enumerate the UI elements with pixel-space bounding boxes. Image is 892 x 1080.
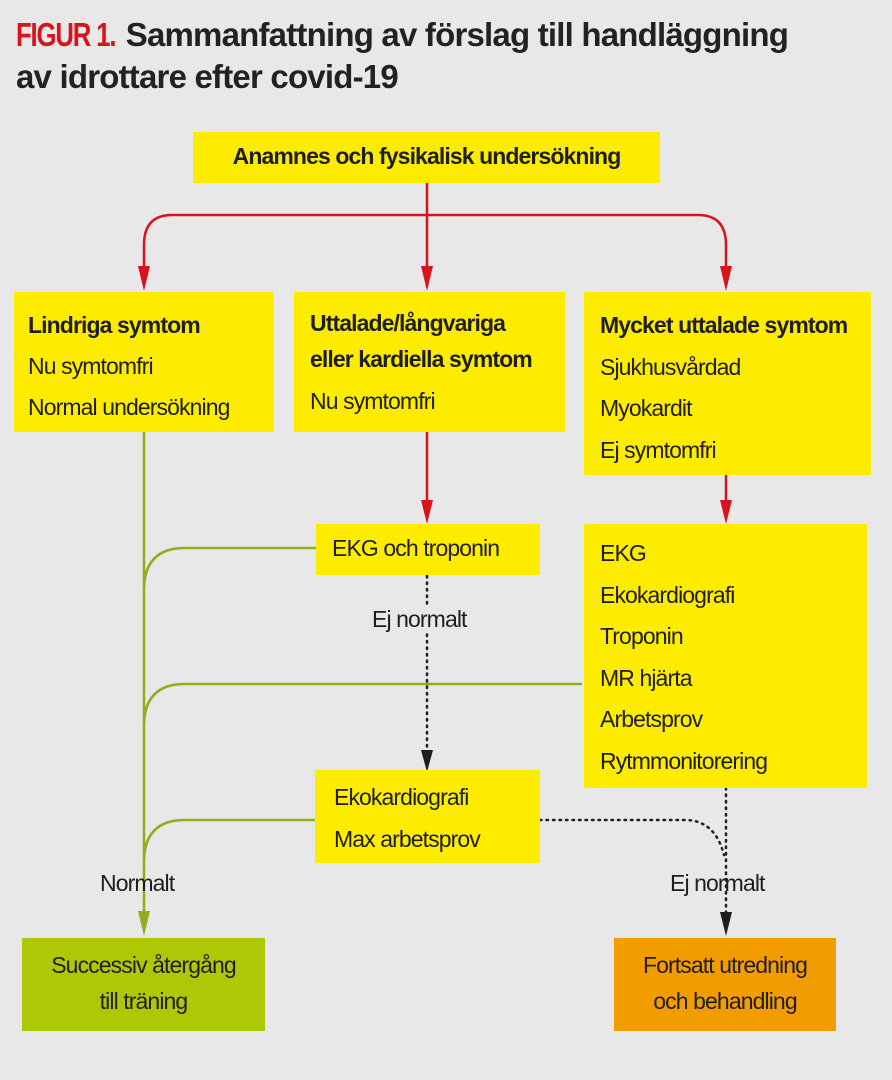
test-item: Ekokardiografi xyxy=(600,581,735,608)
edge-label-not-normal-2: Ej normalt xyxy=(670,870,765,896)
arrowhead-ekg xyxy=(421,500,433,524)
test-item: Troponin xyxy=(600,623,684,649)
return-training-node: Successiv återgång till träning xyxy=(22,938,265,1031)
severe-item: Myokardit xyxy=(600,395,692,421)
severe-item: Ej symtomfri xyxy=(600,436,717,463)
echo-item: Max arbetsprov xyxy=(334,825,481,852)
title-line-1: Sammanfattning av förslag till handläggn… xyxy=(125,16,789,53)
mild-item: Nu symtomfri xyxy=(28,353,154,379)
arrow-start-to-severe xyxy=(427,213,728,275)
start-node: Anamnes och fysikalisk undersökning xyxy=(193,132,660,183)
test-item: Arbetsprov xyxy=(600,706,703,732)
arrowhead-tests xyxy=(720,500,732,524)
figure-label: FIGUR 1. xyxy=(16,16,117,53)
moderate-symptoms-node: Uttalade/långvariga eller kardiella symt… xyxy=(294,292,565,432)
edge-label-normal: Normalt xyxy=(100,870,175,896)
return-line-1: Successiv återgång xyxy=(51,952,236,978)
test-item: MR hjärta xyxy=(600,664,692,691)
arrowhead-severe xyxy=(720,266,732,291)
echo-item: Ekokardiografi xyxy=(334,784,469,810)
workup-line-2: och behandling xyxy=(653,988,797,1014)
severe-heading: Mycket uttalade symtom xyxy=(600,312,848,338)
return-line-2: till träning xyxy=(99,988,189,1014)
workup-line-1: Fortsatt utredning xyxy=(642,952,808,978)
test-item: Rytmmonitorering xyxy=(600,747,768,774)
severe-symptoms-node: Mycket uttalade symtom Sjukhusvårdad Myo… xyxy=(584,292,871,475)
arrowhead-return xyxy=(138,911,150,936)
green-line-echo xyxy=(142,818,316,863)
start-node-text: Anamnes och fysikalisk undersökning xyxy=(232,143,622,169)
green-line-tests xyxy=(142,682,582,727)
continued-workup-node: Fortsatt utredning och behandling xyxy=(614,938,836,1031)
moderate-heading-1: Uttalade/långvariga xyxy=(310,310,506,336)
arrowhead-mild xyxy=(138,266,150,291)
mild-item: Normal undersökning xyxy=(28,394,230,420)
dotted-echo-to-workup xyxy=(538,818,726,857)
green-line-ekg xyxy=(142,546,316,591)
arrowhead-moderate xyxy=(421,266,433,291)
echo-exercise-node: Ekokardiografi Max arbetsprov xyxy=(315,770,540,863)
mild-symptoms-node: Lindriga symtom Nu symtomfri Normal unde… xyxy=(14,292,274,432)
mild-heading: Lindriga symtom xyxy=(28,312,201,338)
moderate-heading-2: eller kardiella symtom xyxy=(310,346,533,372)
ekg-troponin-text: EKG och troponin xyxy=(332,535,500,561)
severe-tests-node: EKG Ekokardiografi Troponin MR hjärta Ar… xyxy=(584,524,867,788)
arrowhead-workup xyxy=(720,912,732,936)
moderate-item: Nu symtomfri xyxy=(310,388,436,414)
arrowhead-echo xyxy=(421,750,433,772)
ekg-troponin-node: EKG och troponin xyxy=(316,524,540,575)
figure-title: FIGUR 1. Sammanfattning av förslag till … xyxy=(16,14,886,98)
edge-label-not-normal-1: Ej normalt xyxy=(370,606,469,633)
test-item: EKG xyxy=(600,540,647,566)
severe-item: Sjukhusvårdad xyxy=(600,353,741,380)
title-line-2: av idrottare efter covid-19 xyxy=(16,58,399,95)
arrow-start-to-mild xyxy=(142,213,427,275)
